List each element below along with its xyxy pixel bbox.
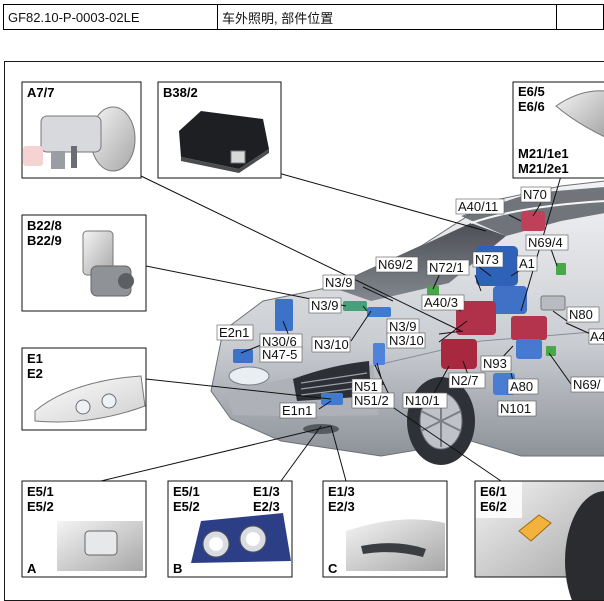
callout-a4: A4	[590, 329, 604, 344]
callout-n47-5: N47-5	[262, 347, 297, 362]
inset-label: E1	[27, 351, 43, 366]
callout-n51: N51	[354, 379, 378, 394]
inset-label: E6/5	[518, 84, 545, 99]
inset-b38-2: B38/2	[157, 81, 282, 179]
inset-label: E5/1	[27, 484, 54, 499]
callout-n3-9-low: N3/9	[389, 319, 416, 334]
inset-b22-8: B22/8 B22/9	[21, 214, 147, 312]
callout-n70: N70	[523, 187, 547, 202]
inset-view-b: E5/1 E5/2 E1/3 E2/3 B	[167, 480, 293, 578]
callout-n80: N80	[569, 307, 593, 322]
parts-diagram: A7/7 B38/2 E6/5 E6/6 M21/1e1 M21/2e1 B22…	[21, 81, 604, 600]
inset-label: E5/2	[27, 499, 54, 514]
header-table: GF82.10-P-0003-02LE 车外照明, 部件位置	[3, 4, 604, 30]
inset-label: E6/2	[480, 499, 507, 514]
callout-n69-2: N69/2	[378, 257, 413, 272]
inset-label: B22/9	[27, 233, 62, 248]
inset-label: B22/8	[27, 218, 62, 233]
callout-n3-9-mid: N3/9	[311, 298, 338, 313]
doc-title: 车外照明, 部件位置	[217, 4, 557, 30]
inset-e1-3-view-c: E1/3 E2/3 C	[322, 480, 448, 578]
callout-a40-11: A40/11	[458, 199, 498, 214]
callout-labels: A40/11 N70 N69/4 N73 A1 N69/2 N72/1 N3/9…	[216, 186, 604, 419]
callout-n51-2: N51/2	[354, 393, 389, 408]
inset-label: M21/2e1	[518, 161, 569, 176]
callout-n73: N73	[475, 252, 499, 267]
inset-label: E2	[27, 366, 43, 381]
view-letter-b: B	[173, 561, 182, 576]
callout-a1: A1	[519, 256, 535, 271]
inset-label: E1/3	[253, 484, 280, 499]
header-empty-cell	[556, 4, 604, 30]
callout-n3-9-top: N3/9	[325, 275, 352, 290]
inset-a7-7: A7/7	[21, 81, 142, 179]
inset-label: E2/3	[253, 499, 280, 514]
callout-n30-6: N30/6	[262, 334, 297, 349]
callout-a40-3: A40/3	[424, 295, 458, 310]
callout-n72-1: N72/1	[429, 260, 464, 275]
inset-label: M21/1e1	[518, 146, 569, 161]
inset-e5-1-view-a: E5/1 E5/2 A	[21, 480, 147, 578]
doc-id: GF82.10-P-0003-02LE	[3, 4, 218, 30]
inset-label: A7/7	[27, 85, 54, 100]
inset-label: E6/1	[480, 484, 507, 499]
callout-n10-1: N10/1	[405, 393, 440, 408]
inset-label: B38/2	[163, 85, 198, 100]
inset-e6-5: E6/5 E6/6 M21/1e1 M21/2e1	[512, 81, 604, 179]
inset-label: E1/3	[328, 484, 355, 499]
inset-label: E5/2	[173, 499, 200, 514]
callout-a80: A80	[510, 379, 533, 394]
inset-label: E6/6	[518, 99, 545, 114]
callout-e1n1: E1n1	[282, 403, 312, 418]
callout-n3-10-right: N3/10	[389, 333, 424, 348]
callout-n93: N93	[483, 356, 507, 371]
callout-n101: N101	[500, 401, 531, 416]
inset-e6-1: E6/1 E6/2	[474, 480, 604, 600]
callout-e2n1: E2n1	[219, 325, 249, 340]
inset-e1: E1 E2	[21, 347, 147, 431]
callout-n2-7: N2/7	[451, 373, 478, 388]
inset-label: E5/1	[173, 484, 200, 499]
inset-label: E2/3	[328, 499, 355, 514]
callout-n3-10-left: N3/10	[314, 337, 349, 352]
callout-n69-4: N69/4	[528, 235, 563, 250]
diagram-frame: A7/7 B38/2 E6/5 E6/6 M21/1e1 M21/2e1 B22…	[4, 61, 604, 601]
view-letter-a: A	[27, 561, 37, 576]
view-letter-c: C	[328, 561, 338, 576]
callout-n69: N69/	[573, 377, 601, 392]
